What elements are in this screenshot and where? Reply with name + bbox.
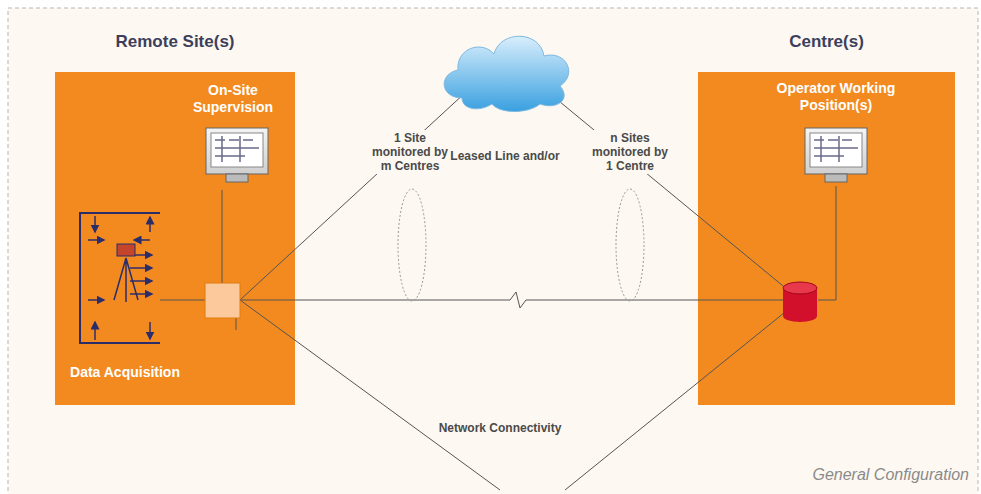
network-link xyxy=(295,292,698,308)
group-ellipse xyxy=(398,189,426,301)
site-heading: Remote Site(s) xyxy=(35,32,315,52)
sensor-illustration xyxy=(80,213,205,343)
site-box: Remote Site(s)On-Site SupervisionData Ac… xyxy=(55,72,295,405)
acquisition-unit xyxy=(205,283,240,318)
monitor-icon xyxy=(206,128,268,182)
dashed-frame xyxy=(8,8,978,494)
monitor-icon xyxy=(805,128,867,182)
site-heading: Centre(s) xyxy=(678,32,975,52)
network-label: Leased Line and/or xyxy=(430,148,580,164)
network-cloud xyxy=(444,36,569,111)
network-lines xyxy=(222,92,836,490)
network-label: n Sites monitored by 1 Centre xyxy=(590,130,670,174)
group-ellipse xyxy=(616,189,644,301)
box-label: Operator Working Position(s) xyxy=(761,80,911,114)
server-cylinder xyxy=(783,282,817,322)
box-label: On-Site Supervision xyxy=(173,82,293,116)
network-label: Network Connectivity xyxy=(420,420,580,436)
network-label: 1 Site monitored by m Centres xyxy=(370,130,450,174)
box-label: Data Acquisition xyxy=(55,364,195,381)
figure-caption: General Configuration xyxy=(812,466,969,484)
site-box: Centre(s)Operator Working Position(s) xyxy=(698,72,955,405)
